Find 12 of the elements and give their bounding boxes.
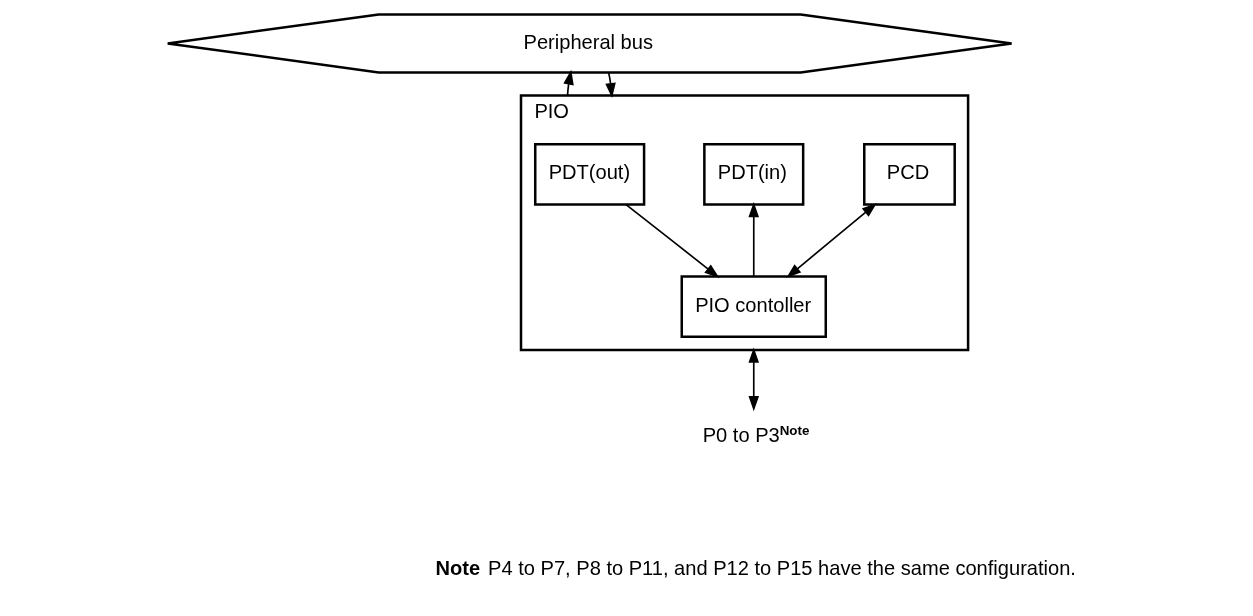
arrow bbox=[563, 69, 574, 97]
node-box: PDT(out) bbox=[534, 142, 646, 206]
label: Note P4 to P7, P8 to P11, and P12 to P15 have the same configuration. bbox=[435, 556, 1076, 579]
node-box: PCD bbox=[863, 142, 956, 206]
arrow bbox=[625, 203, 720, 278]
arrow bbox=[748, 202, 760, 278]
arrow bbox=[605, 71, 616, 99]
node-text: P0 to P3$^{Note}$ bbox=[702, 422, 810, 447]
node-box: PDT(in) bbox=[703, 142, 805, 206]
arrow bbox=[786, 202, 877, 278]
arrow bbox=[748, 347, 760, 412]
node-box: PIO contoller bbox=[680, 275, 827, 338]
